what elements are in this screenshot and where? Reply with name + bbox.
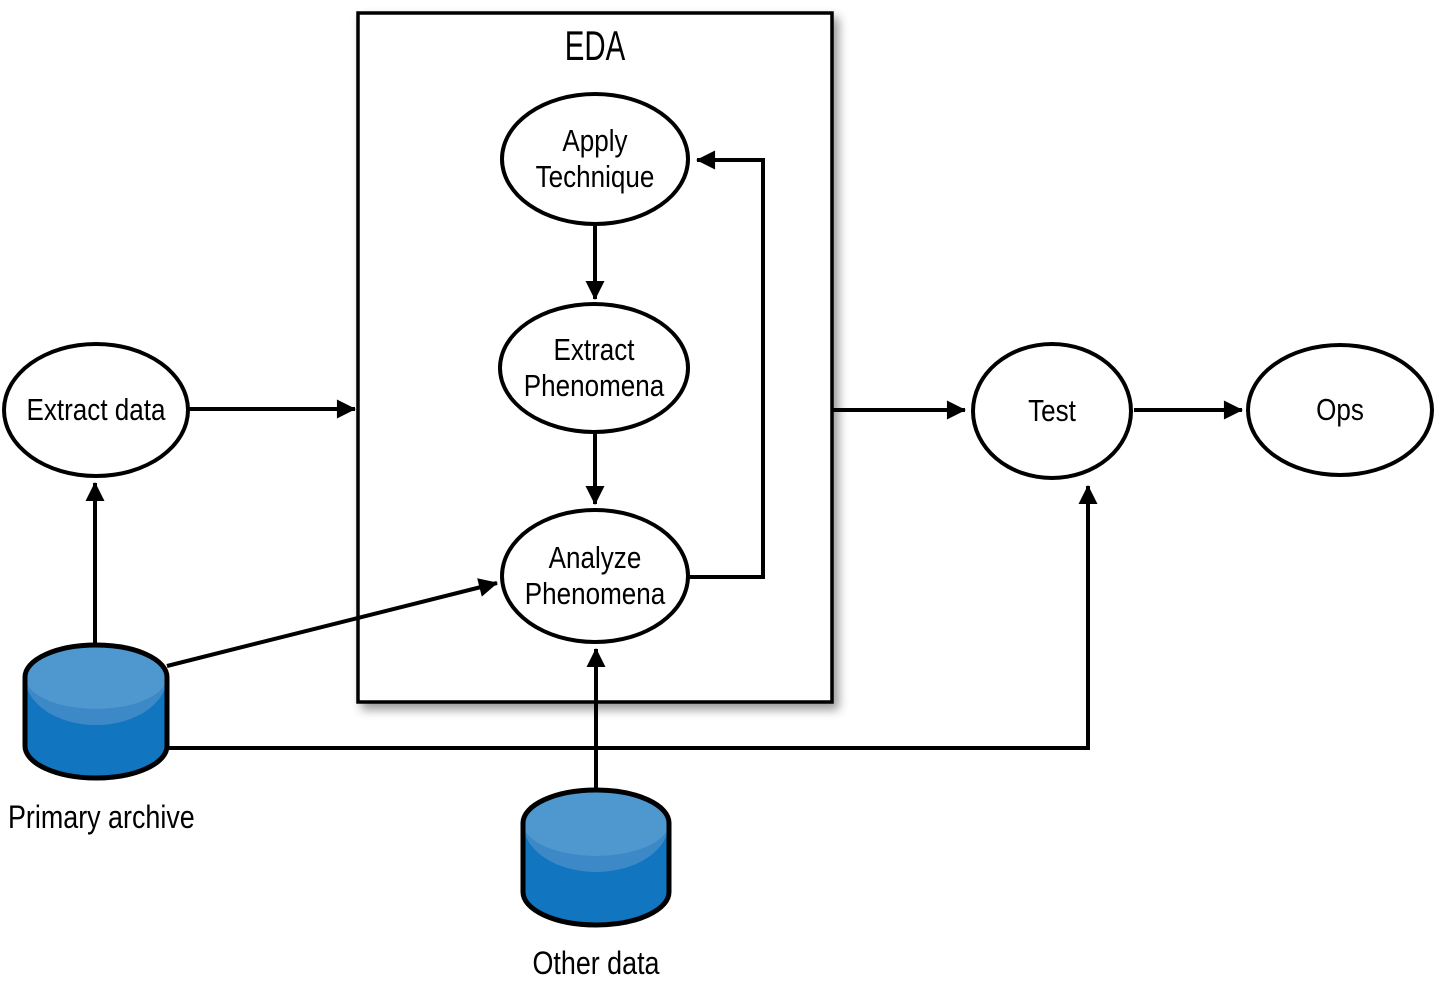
node-ops: Ops	[1246, 343, 1434, 477]
node-analyze-phenomena: Analyze Phenomena	[500, 508, 690, 644]
node-apply-technique: Apply Technique	[500, 92, 690, 226]
other-data-label: Other data	[532, 945, 660, 981]
edge-primary-to-analyze	[166, 578, 498, 668]
edge-analyze-loop-to-apply	[688, 150, 765, 579]
primary-archive-cylinder-icon	[22, 642, 170, 781]
node-apply-technique-label: Apply Technique	[535, 123, 655, 194]
primary-archive-label: Primary archive	[8, 799, 195, 835]
node-extract-data-label: Extract data	[26, 392, 166, 428]
eda-box-title: EDA	[564, 22, 626, 69]
node-ops-label: Ops	[1316, 392, 1364, 428]
edge-lines	[85, 150, 1243, 791]
node-extract-data: Extract data	[2, 342, 190, 478]
other-data-cylinder-icon	[520, 787, 672, 928]
edge-primary-to-test	[168, 485, 1098, 750]
node-test: Test	[971, 342, 1133, 480]
node-analyze-phenomena-label: Analyze Phenomena	[524, 540, 666, 611]
node-extract-phenomena-label: Extract Phenomena	[523, 332, 665, 403]
node-extract-phenomena: Extract Phenomena	[498, 302, 690, 434]
node-test-label: Test	[1028, 393, 1076, 429]
